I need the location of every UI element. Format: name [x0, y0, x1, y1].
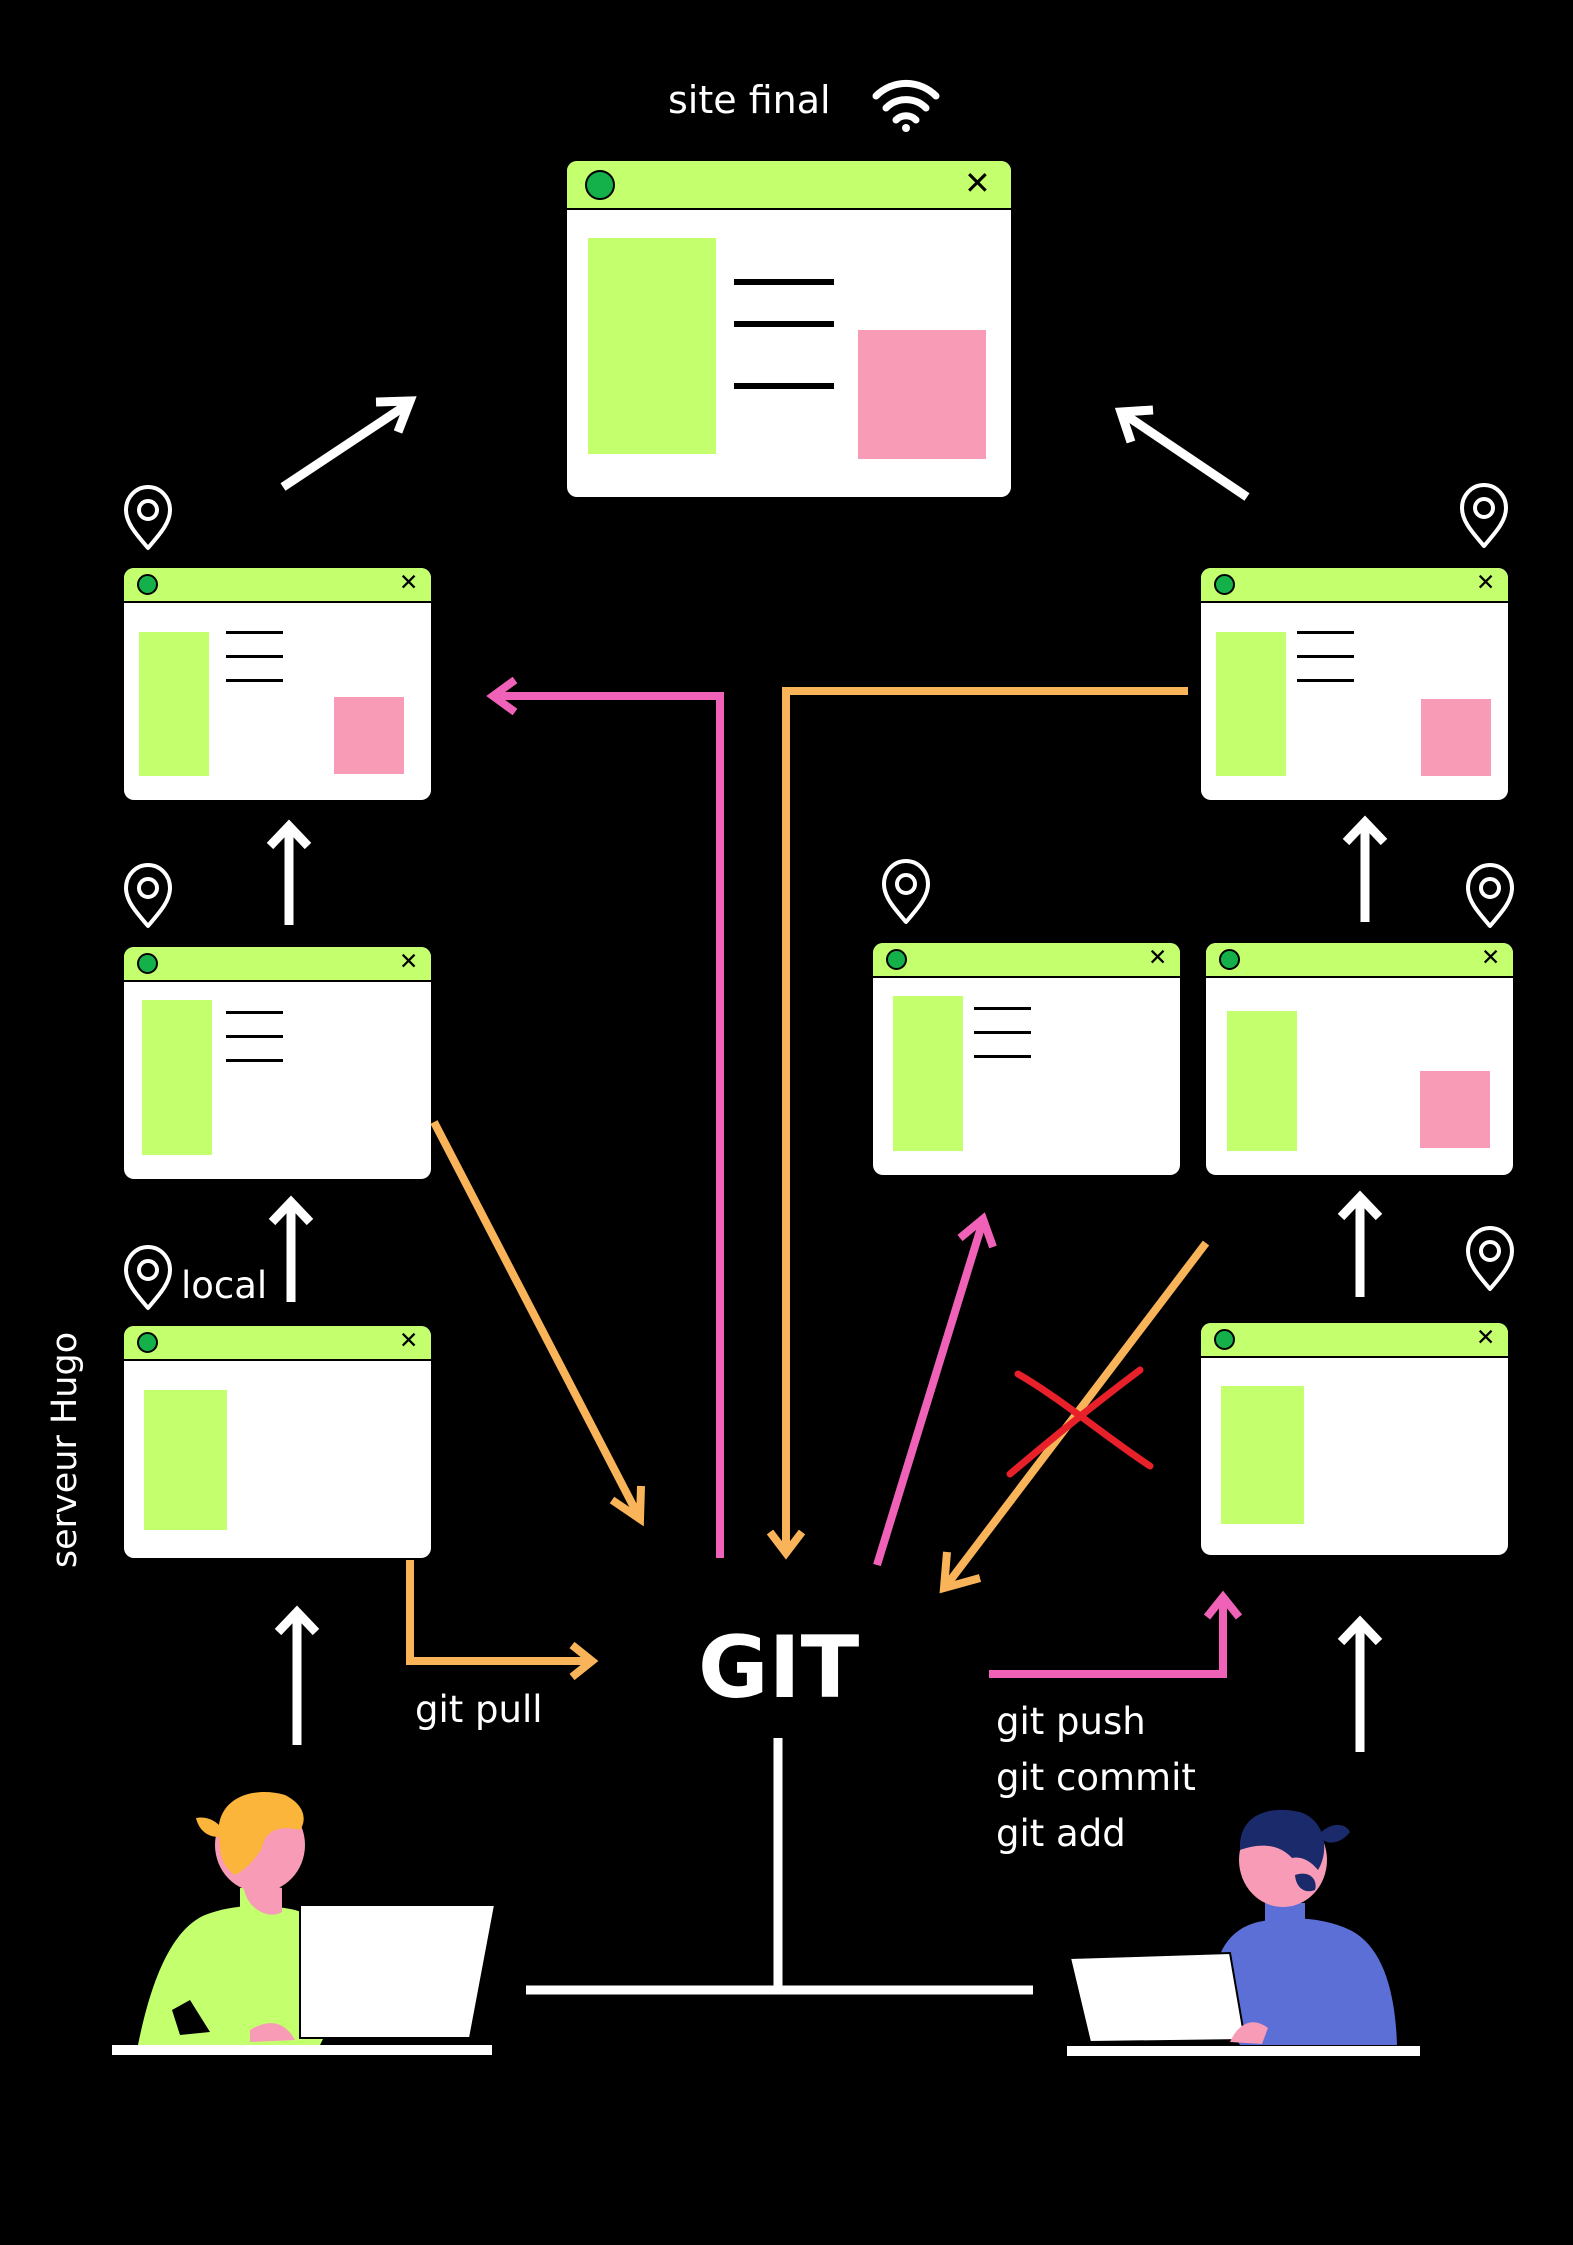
- close-icon: ✕: [1476, 1325, 1496, 1351]
- window-title-bar: [1206, 943, 1513, 978]
- red-cross-mark: [1006, 1366, 1154, 1478]
- arrow-up-left-col-top: [266, 819, 312, 925]
- location-pin-icon: [124, 1245, 172, 1310]
- pink-content-block: [1420, 1071, 1490, 1148]
- text-line: [734, 279, 834, 285]
- text-line: [226, 679, 283, 682]
- window-status-dot: [137, 1332, 158, 1353]
- text-line: [226, 655, 283, 658]
- left-window-top: ✕: [124, 568, 431, 800]
- git-pull-label: git pull: [415, 1688, 543, 1731]
- orange-arrow-right-top-to-git: [766, 687, 1188, 1560]
- window-status-dot: [137, 574, 158, 595]
- text-line: [226, 1011, 283, 1014]
- pink-arrow-git-push: [989, 1590, 1243, 1678]
- right-window-top: ✕: [1201, 568, 1508, 800]
- text-line: [1297, 679, 1354, 682]
- window-status-dot: [137, 953, 158, 974]
- location-pin-icon: [1460, 483, 1508, 548]
- close-icon: ✕: [1148, 945, 1168, 971]
- text-line: [226, 631, 283, 634]
- window-title-bar: [124, 947, 431, 982]
- person-left-illustration: [112, 1792, 497, 2055]
- text-line: [226, 1059, 283, 1062]
- orange-arrow-left-mid-to-git: [430, 1120, 645, 1527]
- left-window-middle: ✕: [124, 947, 431, 1179]
- git-push-label: git push: [996, 1700, 1146, 1743]
- arrow-up-left-person: [274, 1605, 320, 1745]
- window-status-dot: [886, 949, 907, 970]
- window-title-bar: [124, 1326, 431, 1361]
- window-status-dot: [1214, 1329, 1235, 1350]
- window-title-bar: [873, 943, 1180, 978]
- green-content-block: [893, 996, 963, 1151]
- git-commit-label: git commit: [996, 1756, 1196, 1799]
- git-label: GIT: [698, 1618, 860, 1718]
- close-icon: ✕: [1476, 570, 1496, 596]
- arrow-up-right-to-final: [280, 396, 417, 491]
- green-content-block: [142, 1000, 212, 1155]
- pink-arrow-git-to-right-mid: [873, 1212, 997, 1567]
- window-status-dot: [585, 170, 615, 200]
- pink-content-block: [334, 697, 404, 774]
- location-pin-icon: [124, 485, 172, 550]
- green-content-block: [1216, 632, 1286, 776]
- arrow-up-left-col-mid: [268, 1195, 314, 1302]
- window-title-bar: [1201, 1323, 1508, 1358]
- right-window-middle-right: ✕: [1206, 943, 1513, 1175]
- git-connector-line: [526, 1738, 1033, 1995]
- location-pin-icon: [882, 859, 930, 924]
- right-window-bottom: ✕: [1201, 1323, 1508, 1555]
- close-icon: ✕: [399, 570, 419, 596]
- wifi-icon: [872, 79, 940, 132]
- pink-content-block: [858, 330, 986, 459]
- window-title-bar: [124, 568, 431, 603]
- text-line: [734, 321, 834, 327]
- green-content-block: [144, 1390, 227, 1530]
- pink-content-block: [1421, 699, 1491, 776]
- close-icon: ✕: [399, 949, 419, 975]
- person-right-illustration: [1067, 1809, 1420, 2056]
- arrow-up-right-person: [1337, 1615, 1383, 1752]
- close-icon: ✕: [1481, 945, 1501, 971]
- left-window-bottom: ✕: [124, 1326, 431, 1558]
- green-content-block: [1221, 1386, 1304, 1524]
- local-label: local: [181, 1264, 268, 1307]
- close-icon: ✕: [964, 164, 991, 202]
- green-content-block: [139, 632, 209, 776]
- text-line: [226, 1035, 283, 1038]
- orange-arrow-git-pull: [406, 1560, 599, 1681]
- right-window-middle-left: ✕: [873, 943, 1180, 1175]
- location-pin-icon: [1466, 863, 1514, 928]
- arrow-up-right-col-top: [1342, 815, 1388, 922]
- window-title-bar: [1201, 568, 1508, 603]
- final-site-window: ✕: [567, 161, 1011, 497]
- location-pin-icon: [1466, 1226, 1514, 1291]
- site-final-label: site final: [668, 78, 831, 122]
- close-icon: ✕: [399, 1328, 419, 1354]
- location-pin-icon: [124, 863, 172, 928]
- pink-arrow-git-to-left-top: [486, 676, 724, 1558]
- green-content-block: [588, 238, 716, 454]
- arrow-up-left-to-final: [1114, 405, 1250, 501]
- window-status-dot: [1214, 574, 1235, 595]
- text-line: [974, 1031, 1031, 1034]
- arrow-up-right-col-mid: [1337, 1190, 1383, 1297]
- text-line: [974, 1055, 1031, 1058]
- window-status-dot: [1219, 949, 1240, 970]
- text-line: [1297, 631, 1354, 634]
- git-add-label: git add: [996, 1812, 1126, 1855]
- text-line: [734, 383, 834, 389]
- text-line: [1297, 655, 1354, 658]
- text-line: [974, 1007, 1031, 1010]
- window-title-bar: [567, 161, 1011, 210]
- green-content-block: [1227, 1011, 1297, 1151]
